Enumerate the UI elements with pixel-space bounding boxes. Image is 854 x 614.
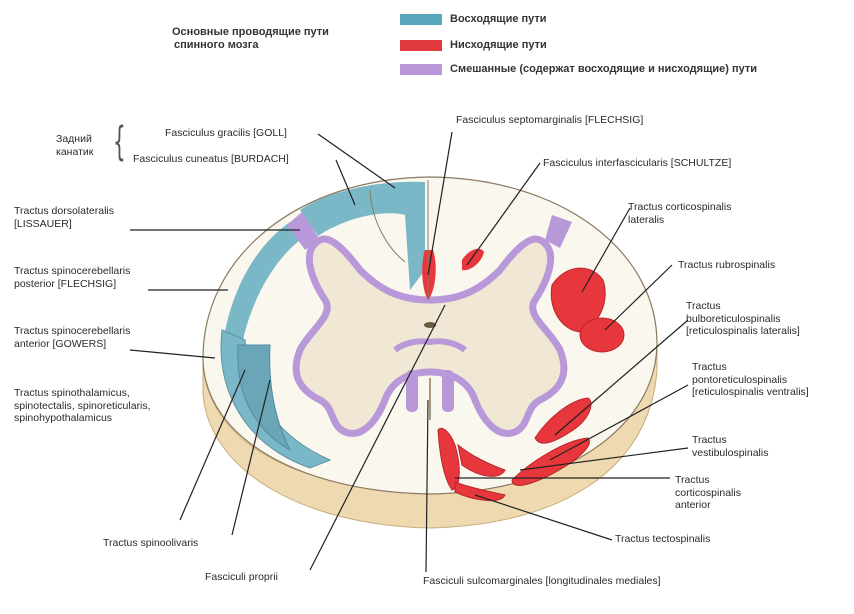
label-spinocerebellaris-posterior: Tractus spinocerebellaris posterior [FLE… — [14, 265, 130, 290]
label-gracilis: Fasciculus gracilis [GOLL] — [165, 127, 287, 139]
pontoret-line-3: [reticulospinalis ventralis] — [692, 386, 809, 398]
label-tectospinalis: Tractus tectospinalis — [615, 533, 711, 545]
tract-spinocerebellaris-posterior — [222, 222, 300, 355]
spth-line-1: Tractus spinothalamicus, — [14, 387, 130, 399]
cs-lat-line-2: lateralis — [628, 213, 665, 226]
cs-ant-line-3: anterior — [675, 499, 711, 511]
spcb-ant-line-1: Tractus spinocerebellaris — [14, 325, 131, 337]
spth-line-2: spinotectalis, spinoreticularis, — [14, 399, 151, 412]
anterior-commissure — [393, 338, 467, 353]
label-posterior-funiculus: Задний канатик — [56, 133, 93, 158]
tract-spinothalamicus — [237, 344, 292, 452]
tract-rubrospinalis — [579, 317, 625, 353]
leader-lines — [129, 131, 689, 573]
spcb-post-line-1: Tractus spinocerebellaris — [14, 265, 131, 277]
grey-matter-inner — [309, 259, 551, 419]
brace-icon: { — [113, 119, 126, 165]
label-spinoolivaris: Tractus spinoolivaris — [103, 537, 199, 549]
legend-swatch-descending — [400, 40, 442, 51]
label-spinocerebellaris-anterior: Tractus spinocerebellaris anterior [GOWE… — [14, 325, 130, 350]
tract-corticospinalis-lateralis — [550, 267, 606, 333]
pontoret-line-2: pontoreticulospinalis — [692, 373, 788, 386]
label-interfascicularis: Fasciculus interfascicularis [SCHULTZE] — [543, 157, 732, 169]
label-cuneatus: Fasciculus cuneatus [BURDACH] — [133, 153, 289, 165]
gracilis-border — [369, 189, 406, 263]
tract-pontoreticulospinalis — [511, 437, 590, 486]
spcb-ant-line-2: anterior [GOWERS] — [14, 337, 107, 350]
legend-label-mixed: Смешанные (содержат восходящие и нисходя… — [450, 63, 758, 75]
tract-dorsolateralis-right — [545, 215, 572, 248]
label-spinothalamicus: Tractus spinothalamicus, spinotectalis, … — [14, 387, 151, 425]
sulcomarginal-left — [406, 370, 418, 412]
bulboret-line-2: bulboreticulospinalis — [686, 312, 781, 325]
pontoret-line-1: Tractus — [692, 361, 727, 373]
bulboret-line-1: Tractus — [686, 300, 721, 312]
legend-label-ascending: Восходящие пути — [450, 13, 547, 25]
dorsolateralis-line-1: Tractus dorsolateralis — [14, 205, 114, 217]
legend-label-descending: Нисходящие пути — [450, 39, 547, 51]
bulboret-line-3: [reticulospinalis lateralis] — [686, 325, 800, 337]
cs-lat-line-1: Tractus corticospinalis — [628, 201, 732, 213]
legend-swatch-mixed — [400, 64, 442, 75]
label-bulboreticulospinalis: Tractus bulboreticulospinalis [reticulos… — [686, 300, 800, 338]
tract-vestibulospinalis — [457, 443, 506, 477]
tract-dorsolateralis — [287, 212, 320, 250]
tract-gracilis-cuneatus — [300, 181, 425, 290]
label-pontoreticulospinalis: Tractus pontoreticulospinalis [reticulos… — [692, 361, 809, 399]
dorsolateralis-line-2: [LISSAUER] — [14, 217, 72, 230]
posterior-funiculus-line-1: Задний — [56, 133, 92, 145]
title-line-2: спинного мозга — [174, 39, 259, 51]
cs-ant-line-1: Tractus — [675, 474, 710, 486]
posterior-funiculus-line-2: канатик — [56, 145, 94, 158]
cs-ant-line-2: corticospinalis — [675, 486, 741, 499]
label-vestibulospinalis: Tractus vestibulospinalis — [692, 434, 768, 459]
tract-tectospinalis — [454, 481, 506, 502]
diagram-title: Основные проводящие пути спинного мозга — [172, 26, 329, 52]
tract-corticospinalis-anterior — [437, 427, 460, 491]
spth-line-3: spinohypothalamicus — [14, 412, 113, 424]
tract-bulboreticulospinalis — [534, 397, 592, 444]
vestibulo-line-1: Tractus — [692, 434, 727, 446]
label-rubrospinalis: Tractus rubrospinalis — [678, 259, 776, 271]
vestibulo-line-2: vestibulospinalis — [692, 446, 769, 459]
label-corticospinalis-lateralis: Tractus corticospinalis lateralis — [628, 201, 731, 226]
central-canal — [424, 322, 436, 328]
title-line-1: Основные проводящие пути — [172, 26, 329, 38]
label-corticospinalis-anterior: Tractus corticospinalis anterior — [675, 474, 741, 512]
legend-swatch-ascending — [400, 14, 442, 25]
sulcomarginal-right — [442, 370, 454, 412]
tract-septomarginalis — [422, 250, 436, 300]
label-sulcomarginales: Fasciculi sulcomarginales [longitudinale… — [423, 575, 661, 587]
label-fasciculi-proprii: Fasciculi proprii — [205, 571, 278, 583]
label-dorsolateralis: Tractus dorsolateralis [LISSAUER] — [14, 205, 114, 230]
spcb-post-line-2: posterior [FLECHSIG] — [14, 277, 117, 290]
label-septomarginalis: Fasciculus septomarginalis [FLECHSIG] — [456, 114, 644, 126]
